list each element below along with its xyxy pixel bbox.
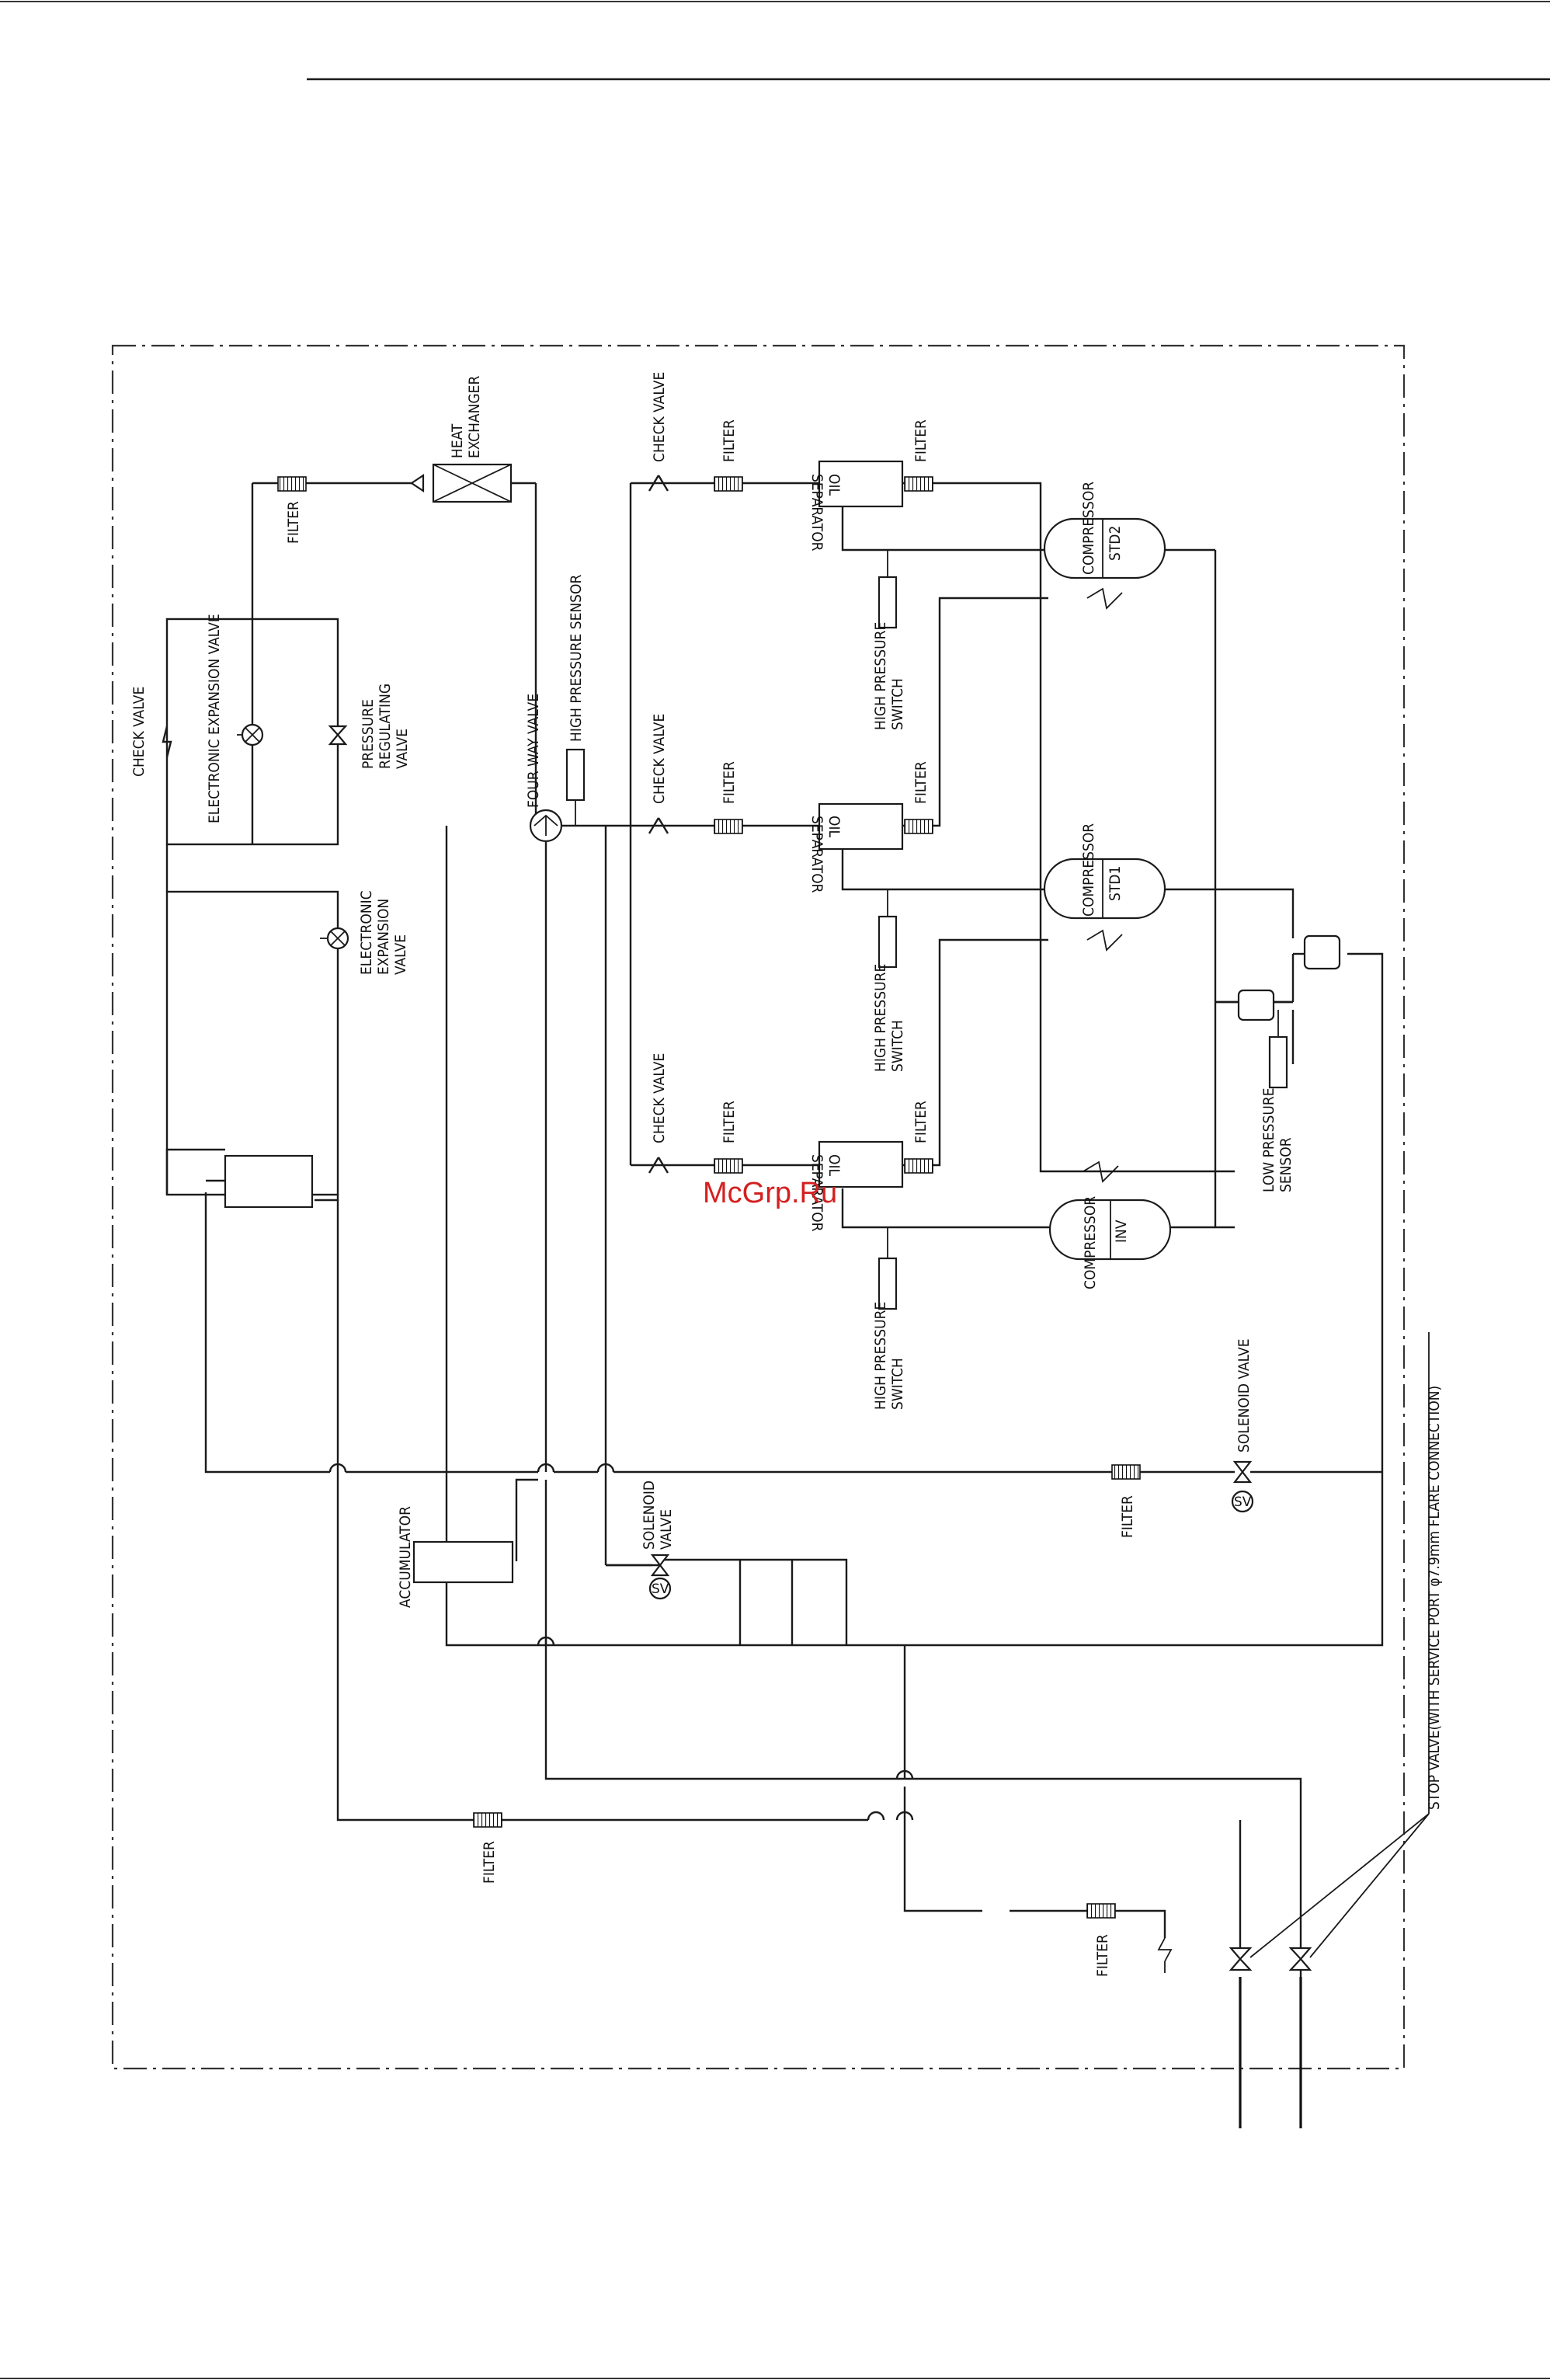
discharge-row-3: CHECK VALVE FILTER OILSEPARATOR FILTER H… [648, 1053, 933, 1410]
eev1-label: ELECTRONIC EXPANSION VALVE [206, 614, 223, 823]
oil-separator-label: OILSEPARATOR [808, 816, 843, 893]
compressor-label: COMPRESSOR [1080, 823, 1097, 917]
high-pressure-sensor-label: HIGH PRESSURE SENSOR [568, 575, 585, 742]
eev2-label: ELECTRONICEXPANSIONVALVE [358, 890, 409, 975]
accumulator: ACCUMULATOR [397, 1506, 514, 1608]
oil-separator-label: OILSEPARATOR [808, 474, 843, 552]
check-valve-left-label: CHECK VALVE [130, 687, 148, 777]
piping [165, 482, 1384, 1977]
check-valve-label: CHECK VALVE [651, 372, 668, 462]
compressor-std1: COMPRESSOR STD1 [1043, 823, 1166, 952]
filter-label: FILTER [481, 1841, 498, 1884]
sv-label: SV [1234, 1494, 1252, 1510]
high-pressure-switch-label: HIGH PRESSURESWITCH [872, 1302, 906, 1410]
filter-label: FILTER [285, 501, 302, 544]
discharge-row-1: CHECK VALVE FILTER OILSEPARATOR FILTER H… [648, 372, 933, 730]
solenoid-valve-right: SV SOLENOID VALVE FILTER [1111, 1338, 1254, 1538]
solenoid-valve-left: SV SOLENOIDVALVE [641, 1481, 675, 1600]
heat-exchanger: HEATEXCHANGER [410, 376, 513, 503]
compressor-label: COMPRESSOR [1082, 1196, 1099, 1289]
accumulator-label: ACCUMULATOR [397, 1506, 414, 1608]
filter-label: FILTER [912, 1101, 930, 1143]
filter-hx: FILTER [277, 476, 307, 544]
check-valve-label: CHECK VALVE [651, 714, 668, 804]
compressor-std2: COMPRESSOR STD2 [1043, 482, 1166, 610]
filter-label: FILTER [721, 761, 738, 804]
filter-label: FILTER [912, 761, 930, 804]
electronic-expansion-valve-2: ELECTRONICEXPANSIONVALVE [320, 890, 409, 975]
filter-label: FILTER [1119, 1495, 1136, 1538]
check-valve-label: CHECK VALVE [651, 1053, 668, 1143]
solenoid-valve-2-label: SOLENOIDVALVE [641, 1481, 675, 1550]
std2-label: STD2 [1107, 526, 1124, 561]
pressure-regulating-valve: PRESSUREREGULATINGVALVE [328, 684, 411, 769]
pressure-regulating-valve-label: PRESSUREREGULATINGVALVE [360, 684, 411, 769]
check-valve-left: CHECK VALVE [130, 687, 172, 777]
stop-valve-label: STOP VALVE(WITH SERVICE PORT φ7.9mm FLAR… [1426, 1386, 1443, 1810]
unit-border [111, 344, 1406, 2070]
filter-label: FILTER [1094, 1934, 1111, 1977]
low-pressure-sensor-label: LOW PRESSURESENSOR [1260, 1087, 1295, 1192]
sv-label: SV [652, 1581, 669, 1597]
inv-label: INV [1113, 1220, 1130, 1243]
electronic-expansion-valve-1: ELECTRONIC EXPANSION VALVE [206, 614, 264, 823]
std1-label: STD1 [1107, 866, 1124, 901]
oil-separator-label: OILSEPARATOR [808, 1154, 843, 1232]
filter-lower-left: FILTER [473, 1812, 502, 1884]
high-pressure-sensor: HIGH PRESSURE SENSOR [565, 575, 586, 826]
filter-label: FILTER [721, 1101, 738, 1143]
heat-exchanger-label: HEATEXCHANGER [449, 376, 483, 458]
high-pressure-switch-label: HIGH PRESSURESWITCH [872, 964, 906, 1072]
filter-label: FILTER [721, 419, 738, 462]
compressor-inv: COMPRESSOR INV [1048, 1160, 1172, 1289]
discharge-row-2: CHECK VALVE FILTER OILSEPARATOR FILTER H… [648, 714, 933, 1072]
filter-lower-right: FILTER [1086, 1903, 1173, 1977]
suction-tees: LOW PRESSURESENSOR [1215, 934, 1341, 1192]
four-way-valve: FOUR WAY VALVE [525, 694, 563, 843]
solenoid-valve-label: SOLENOID VALVE [1235, 1338, 1253, 1453]
high-pressure-switch-label: HIGH PRESSURESWITCH [872, 622, 906, 730]
four-way-valve-label: FOUR WAY VALVE [525, 694, 542, 808]
stop-valves: STOP VALVE(WITH SERVICE PORT φ7.9mm FLAR… [1229, 1332, 1443, 2128]
compressor-label: COMPRESSOR [1080, 482, 1097, 575]
watermark: McGrp.Ru [703, 1177, 837, 1209]
filter-label: FILTER [912, 419, 930, 462]
